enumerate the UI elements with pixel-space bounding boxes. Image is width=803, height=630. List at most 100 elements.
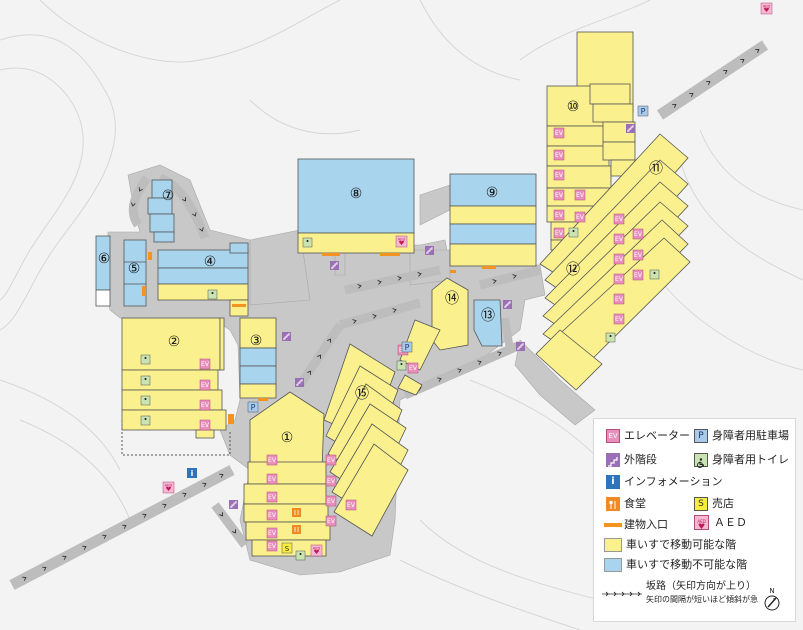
svg-text:EV: EV: [201, 361, 210, 368]
svg-text:P: P: [251, 403, 256, 412]
north-arrow-icon: N: [762, 585, 782, 615]
building-6-label: ⑥: [98, 251, 111, 267]
legend-shop: 売店: [712, 497, 734, 510]
svg-text:EV: EV: [327, 478, 336, 485]
svg-text:AED: AED: [697, 519, 705, 524]
building-7: [147, 179, 175, 243]
svg-text:EV: EV: [555, 230, 564, 237]
ev-icon: EV: [407, 362, 419, 374]
svg-text:EV: EV: [615, 316, 624, 323]
svg-text:EV: EV: [555, 192, 564, 199]
ev-icon: EV: [632, 249, 644, 261]
cafeteria-icon: [606, 497, 620, 511]
building-9-label: ⑨: [486, 185, 499, 201]
elevator-icon: EV: [606, 429, 620, 443]
info-icon: i: [187, 468, 197, 478]
ev-icon: EV: [199, 358, 211, 370]
ev-icon: EV: [266, 527, 278, 539]
boundary-dotted: [121, 420, 231, 456]
svg-text:N: N: [769, 587, 774, 595]
svg-text:EV: EV: [268, 457, 277, 464]
building-15: [323, 343, 409, 537]
svg-text:EV: EV: [576, 214, 585, 221]
svg-text:EV: EV: [268, 530, 277, 537]
svg-text:EV: EV: [327, 457, 336, 464]
building-13-label: ⑬: [481, 308, 495, 324]
legend-toilet: 身障者用トイレ: [712, 453, 789, 466]
entrance-markers: [142, 252, 496, 424]
legend-accessible: 車いすで移動可能な階: [626, 538, 737, 551]
legend-stairs: 外階段: [624, 453, 657, 466]
fork-knife-glyph: [609, 501, 616, 509]
svg-text:EV: EV: [555, 130, 564, 137]
aed-icon: AED: [760, 2, 773, 15]
svg-text:AED: AED: [763, 5, 771, 9]
building-13: [473, 299, 503, 347]
ev-icon: EV: [325, 495, 337, 507]
aed-glyph: AED: [697, 519, 706, 529]
parking-icon: P: [247, 401, 259, 413]
svg-text:EV: EV: [268, 543, 277, 550]
building-14: [397, 277, 469, 396]
ev-icon: EV: [266, 509, 278, 521]
svg-text:EV: EV: [634, 231, 643, 238]
building-12-label: ⑫: [566, 262, 580, 278]
aed-icon: AED: [694, 515, 709, 530]
building-8: [297, 158, 415, 254]
ev-icon: EV: [199, 419, 211, 431]
ev-icon: EV: [325, 515, 337, 527]
svg-text:EV: EV: [555, 152, 564, 159]
ev-icon: EV: [199, 399, 211, 411]
svg-text:AED: AED: [313, 547, 321, 551]
compass-glyph: N: [764, 587, 780, 611]
building-1-label: ①: [281, 430, 294, 446]
ev-icon: EV: [553, 169, 565, 181]
legend-slope: 坂路（矢印方向が上り）: [646, 581, 756, 592]
building-3: [239, 317, 277, 399]
slope-arrow-glyph: [602, 591, 642, 597]
parking-icon: P: [637, 105, 649, 117]
ev-icon: EV: [613, 273, 625, 285]
svg-text:EV: EV: [615, 296, 624, 303]
ev-icon: EV: [613, 253, 625, 265]
slope-roads: [9, 40, 769, 590]
building-5: [123, 239, 147, 307]
ev-icon: EV: [632, 269, 644, 281]
ev-icon: EV: [199, 379, 211, 391]
svg-text:EV: EV: [268, 512, 277, 519]
ev-icon: EV: [266, 454, 278, 466]
ev-icon: EV: [553, 189, 565, 201]
svg-text:EV: EV: [576, 192, 585, 199]
entrance-swatch: [604, 523, 622, 527]
svg-text:AED: AED: [398, 238, 406, 242]
legend-information: インフォメーション: [624, 475, 723, 488]
shop-icon: S: [694, 497, 708, 511]
building-4-label: ④: [204, 254, 217, 270]
stairs-glyph: [608, 457, 618, 467]
inaccessible-swatch: [604, 558, 622, 572]
stairs-icons: [229, 124, 635, 509]
information-icon: i: [606, 475, 620, 489]
ev-icon: EV: [632, 228, 644, 240]
map-legend: EV エレベーター P 身障者用駐車場 外階段 身障者用トイレ i インフォメー…: [593, 418, 796, 622]
aed-icon: AED: [162, 481, 175, 494]
svg-text:AED: AED: [165, 484, 173, 488]
svg-text:EV: EV: [327, 518, 336, 525]
svg-text:EV: EV: [615, 276, 624, 283]
legend-inaccessible: 車いすで移動不可能な階: [626, 558, 748, 571]
parking-icon: P: [694, 429, 708, 443]
ev-icon: EV: [266, 540, 278, 552]
svg-text:EV: EV: [268, 476, 277, 483]
building-6: [95, 235, 111, 307]
svg-text:S: S: [285, 545, 290, 553]
ev-icon: EV: [574, 189, 586, 201]
ev-icon: EV: [553, 149, 565, 161]
parking-icon: P: [401, 341, 413, 353]
accessible-toilet-icons: [140, 227, 660, 561]
svg-text:EV: EV: [201, 422, 210, 429]
aed-icon: AED: [395, 235, 408, 248]
legend-parking: 身障者用駐車場: [712, 429, 789, 442]
svg-text:EV: EV: [615, 256, 624, 263]
